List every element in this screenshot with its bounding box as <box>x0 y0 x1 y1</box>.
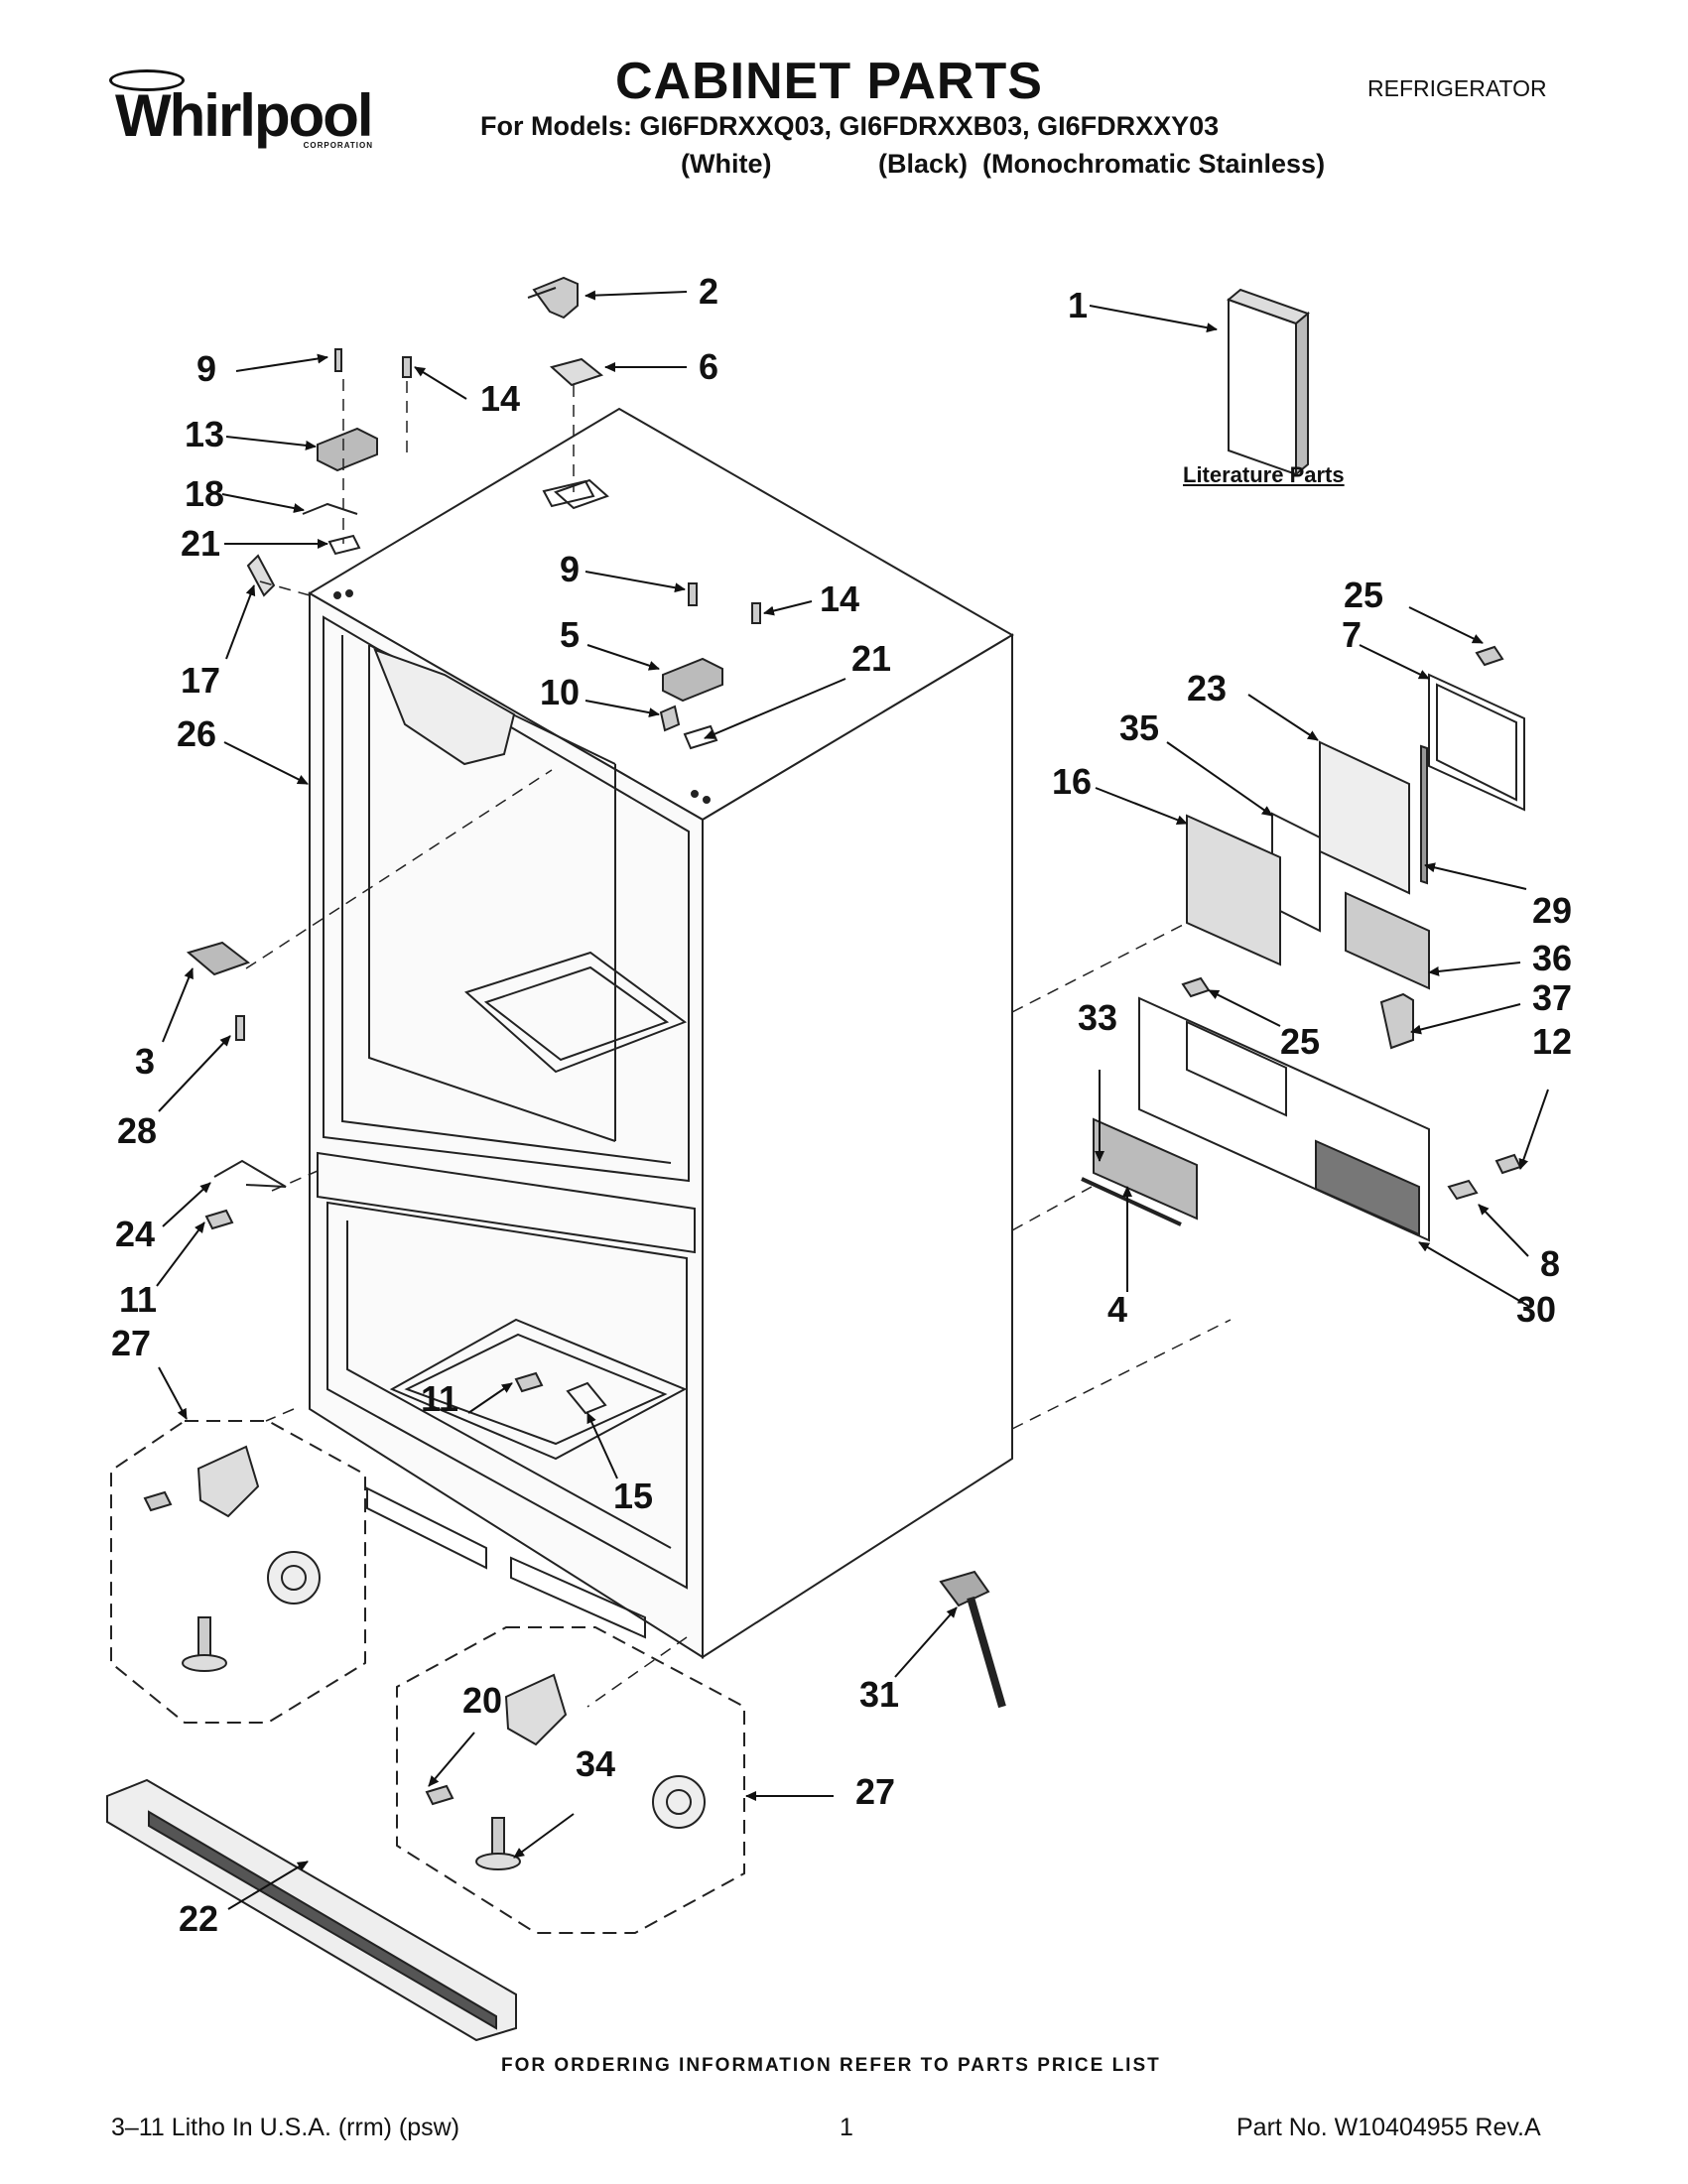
control-electronics <box>1181 645 1525 1050</box>
callout-11-center: 11 <box>421 1378 459 1419</box>
logo-swirl-icon <box>109 69 185 91</box>
color-black: (Black) <box>878 149 969 179</box>
literature-parts-label: Literature Parts <box>1183 462 1345 487</box>
callout-26: 26 <box>177 713 217 754</box>
door-stop-bracket <box>186 941 251 1041</box>
callout-27-left: 27 <box>111 1323 152 1363</box>
callout-12: 12 <box>1532 1021 1573 1062</box>
callout-14-left: 14 <box>480 378 521 419</box>
cabinet-body <box>308 407 1014 1659</box>
callout-36: 36 <box>1532 938 1573 978</box>
callout-33: 33 <box>1078 997 1118 1038</box>
callout-1: 1 <box>1068 285 1089 325</box>
callout-7: 7 <box>1342 614 1363 655</box>
toe-grille <box>106 1778 517 2042</box>
callout-29: 29 <box>1532 890 1573 931</box>
logo-corporation: CORPORATION <box>303 141 373 150</box>
callout-27-right: 27 <box>855 1771 896 1812</box>
part-number: Part No. W10404955 Rev.A <box>1236 2114 1541 2141</box>
callout-6: 6 <box>699 346 719 387</box>
callout-9-left: 9 <box>196 348 217 389</box>
callout-13: 13 <box>185 414 225 454</box>
literature-booklet <box>1227 288 1310 477</box>
callout-5: 5 <box>560 614 581 655</box>
machine-compartment-cover <box>1081 996 1522 1242</box>
page-number: 1 <box>840 2114 853 2141</box>
roller-assembly-left <box>110 1420 366 1724</box>
callout-20: 20 <box>462 1680 503 1721</box>
hinge-pin-bracket <box>204 1159 607 1415</box>
logo-wordmark: Whirlpool <box>115 82 374 149</box>
left-top-hinge <box>246 348 412 597</box>
tool-handle <box>939 1570 1006 1709</box>
whirlpool-logo: Whirlpool CORPORATION <box>91 62 379 157</box>
color-white: (White) <box>681 149 772 179</box>
callout-17: 17 <box>181 660 221 701</box>
callout-21-right: 21 <box>851 638 892 679</box>
callout-22: 22 <box>179 1898 219 1939</box>
callout-21-left: 21 <box>181 523 221 564</box>
callout-10: 10 <box>540 672 581 712</box>
callout-4: 4 <box>1107 1289 1128 1330</box>
callout-28: 28 <box>117 1110 158 1151</box>
page-title: CABINET PARTS <box>615 53 1043 110</box>
ordering-note: FOR ORDERING INFORMATION REFER TO PARTS … <box>501 2055 1161 2076</box>
callout-34: 34 <box>576 1743 616 1784</box>
callout-2: 2 <box>699 271 719 312</box>
callout-16: 16 <box>1052 761 1093 802</box>
callout-14-right: 14 <box>820 578 860 619</box>
callout-11-left: 11 <box>119 1279 158 1320</box>
top-center-hinge <box>527 276 609 510</box>
callout-25-bottom: 25 <box>1280 1021 1321 1062</box>
callout-31: 31 <box>859 1674 900 1715</box>
callout-15: 15 <box>613 1476 654 1516</box>
callout-23: 23 <box>1187 668 1228 708</box>
right-top-hinge <box>659 582 761 750</box>
callout-3: 3 <box>135 1041 156 1082</box>
callout-25-top: 25 <box>1344 575 1384 615</box>
roller-assembly-right <box>396 1626 745 1934</box>
footer-litho: 3–11 Litho In U.S.A. (rrm) (psw) <box>111 2114 460 2141</box>
callout-9-right: 9 <box>560 549 581 589</box>
callout-37: 37 <box>1532 977 1573 1018</box>
appliance-type: REFRIGERATOR <box>1367 75 1547 101</box>
callout-18: 18 <box>185 473 225 514</box>
color-stainless: (Monochromatic Stainless) <box>982 149 1326 179</box>
callout-30: 30 <box>1516 1289 1557 1330</box>
callout-35: 35 <box>1119 707 1160 748</box>
callout-24: 24 <box>115 1214 156 1254</box>
callout-8: 8 <box>1540 1243 1561 1284</box>
model-list: For Models: GI6FDRXXQ03, GI6FDRXXB03, GI… <box>480 111 1220 141</box>
